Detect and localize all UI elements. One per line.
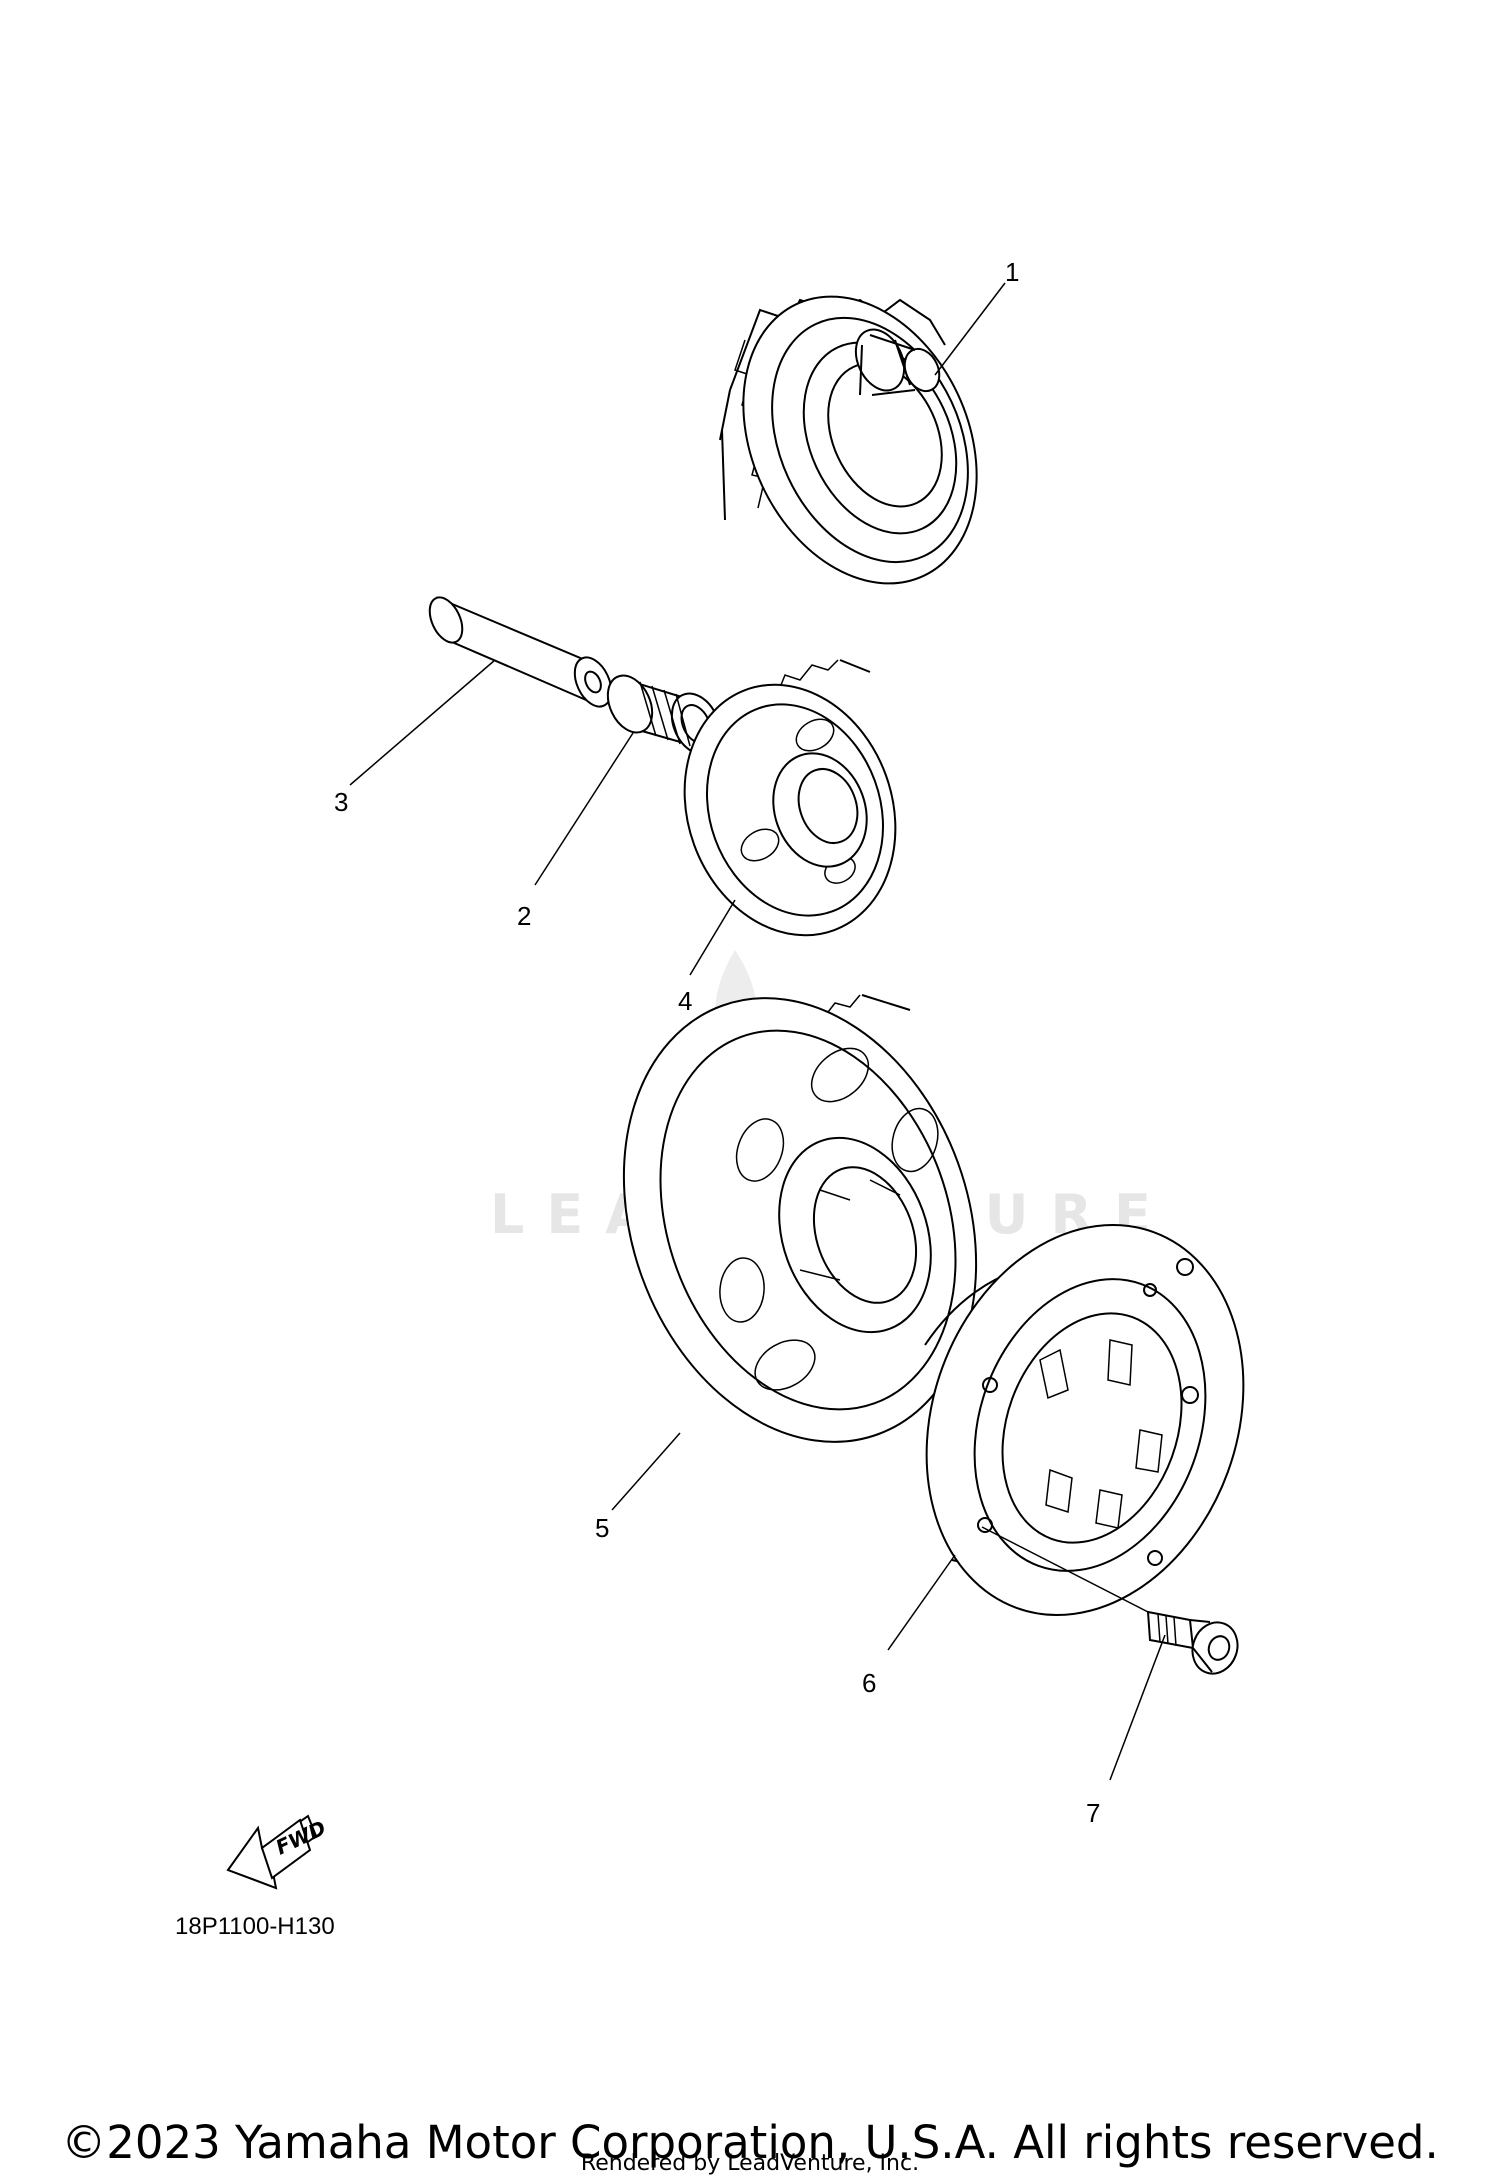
callout-numbers: 1 2 3 4 5 6 7	[334, 257, 1100, 1828]
part-5-starter-wheel-gear[interactable]	[564, 948, 1036, 1491]
part-3-shaft[interactable]	[423, 592, 618, 712]
callout-2: 2	[517, 901, 531, 931]
part-6-starter-clutch[interactable]	[874, 1180, 1296, 1660]
callout-3: 3	[334, 787, 348, 817]
diagram-code: 18P1100-H130	[175, 1913, 335, 1940]
callout-4: 4	[678, 986, 692, 1016]
callout-5: 5	[595, 1513, 609, 1543]
part-7-bolt[interactable]	[1146, 1610, 1245, 1680]
leader-lines	[349, 282, 1166, 1781]
callout-7: 7	[1086, 1798, 1100, 1828]
fwd-direction-arrow: FWD	[226, 1814, 330, 1890]
callout-6: 6	[862, 1668, 876, 1698]
part-4-idle-gear-2[interactable]	[650, 655, 929, 965]
part-1-idle-gear[interactable]	[699, 258, 1022, 621]
callout-1: 1	[1005, 257, 1019, 287]
rendered-by-credit: Rendered by LeadVenture, Inc.	[580, 2151, 920, 2176]
copyright-notice: ©2023 Yamaha Motor Corporation, U.S.A. A…	[61, 2116, 1439, 2169]
